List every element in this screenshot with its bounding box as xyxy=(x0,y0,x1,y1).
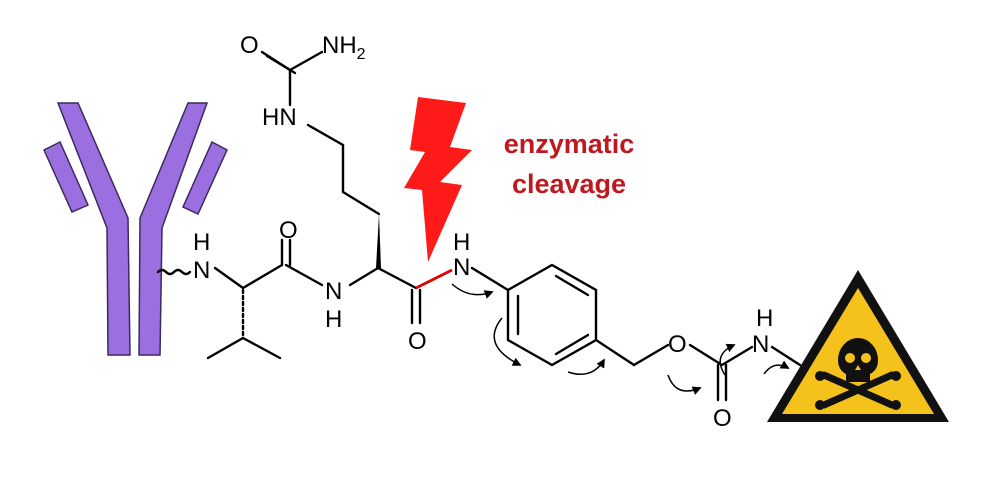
toxic-hazard-icon xyxy=(767,270,949,422)
lightning-bolt-icon xyxy=(404,97,472,262)
aniline-hydrogen: H xyxy=(453,229,470,256)
citrulline-residue xyxy=(260,50,453,325)
aniline-nitrogen: N xyxy=(453,254,470,281)
urea-hn: HN xyxy=(262,104,297,131)
cleavage-oxygen: O xyxy=(408,328,427,355)
carbamate-nitrogen: N xyxy=(752,331,769,358)
caption-line1: enzymatic xyxy=(504,129,635,159)
caption-line2: cleavage xyxy=(512,169,626,199)
amine-nitrogen: N xyxy=(193,257,210,284)
valine-residue xyxy=(206,238,324,360)
amide1-oxygen: O xyxy=(279,217,298,244)
carbamate-oxygen: O xyxy=(713,405,732,432)
carbamate-hydrogen: H xyxy=(756,305,773,332)
wavy-bond xyxy=(156,268,192,276)
amine-hydrogen: H xyxy=(193,229,210,256)
cleaved-bond xyxy=(415,268,453,290)
antibody-icon xyxy=(43,102,228,356)
pabc-spacer xyxy=(470,263,802,402)
urea-amine: NH2 xyxy=(322,32,366,63)
ether-oxygen: O xyxy=(668,331,687,358)
electron-arrows xyxy=(451,283,790,395)
amide2-hydrogen: H xyxy=(325,306,342,333)
amide2-nitrogen: N xyxy=(325,278,342,305)
urea-oxygen: O xyxy=(240,32,259,59)
